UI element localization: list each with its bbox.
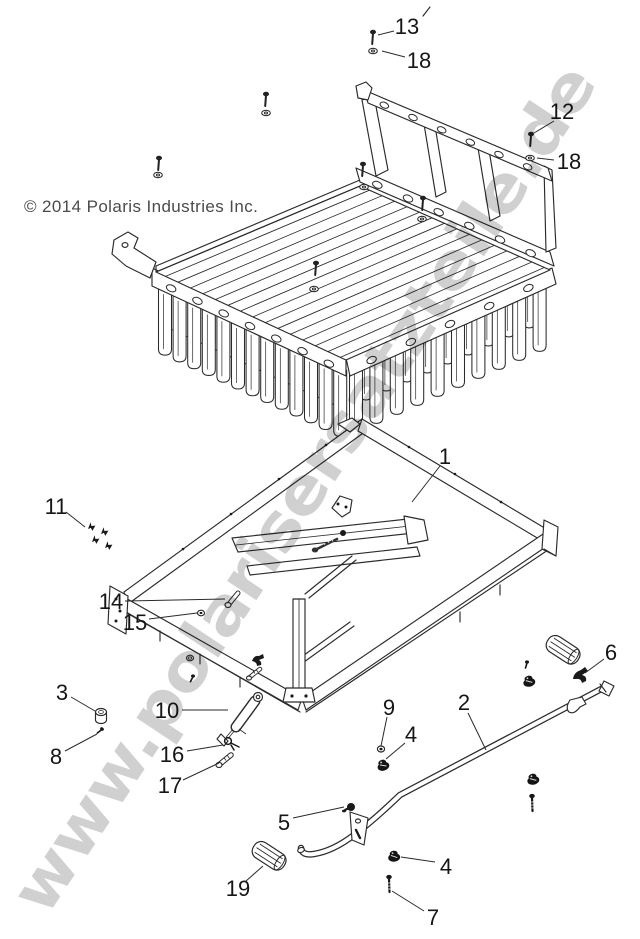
hardware-parts — [85, 521, 615, 894]
callout-leader-18 — [536, 157, 555, 161]
frame-left-plate — [107, 585, 129, 635]
box-left-edge — [155, 179, 361, 273]
box-floor-slats — [165, 189, 545, 358]
callout-leader-14 — [124, 598, 226, 602]
cargo-box — [111, 6, 557, 437]
nut-15 — [196, 609, 206, 617]
callout-number-19: 19 — [226, 876, 250, 901]
strut-mount-hardware — [185, 654, 264, 684]
bolt-small — [528, 792, 536, 813]
latch-rod-2 — [297, 680, 615, 858]
callout-leader-13 — [377, 30, 395, 36]
callout-leader-16 — [186, 744, 224, 752]
flange-nut-4 — [386, 849, 402, 863]
rod-handle-tip — [598, 680, 615, 697]
grip-19 — [248, 837, 290, 874]
watermark-text: www.polarisersatzteile.de — [0, 52, 611, 927]
frame-right-end-channel — [541, 519, 559, 557]
callout-number-5: 5 — [278, 810, 290, 835]
pivot-pin-14 — [224, 590, 241, 609]
callout-number-13: 13 — [395, 14, 419, 39]
frame-top-corner-bracket — [337, 417, 361, 433]
hairpin-clip-16 — [223, 736, 240, 751]
bolt-7 — [385, 873, 393, 894]
callout-number-4: 4 — [405, 722, 417, 747]
clevis-pin-17 — [215, 752, 234, 769]
ball-stud-5 — [342, 803, 355, 813]
frame-tab-bracket — [331, 495, 353, 518]
callout-number-11: 11 — [45, 494, 68, 519]
rod-mount-bracket — [349, 811, 369, 846]
frame-lower-depth-lines — [125, 549, 549, 713]
grip-6 — [542, 631, 584, 668]
callout-number-7: 7 — [427, 905, 439, 930]
headache-rack — [355, 81, 557, 253]
nut-9 — [376, 745, 386, 753]
callout-number-2: 2 — [458, 690, 470, 715]
callout-number-3: 3 — [56, 680, 68, 705]
callout-number-14: 14 — [99, 589, 123, 614]
frame-rivets — [181, 443, 503, 551]
box-front-rail-holes — [165, 284, 335, 368]
callout-leader-19 — [245, 865, 264, 882]
callout-number-8: 8 — [50, 744, 62, 769]
flange-nut-4 — [375, 757, 391, 773]
callout-number-4: 4 — [440, 854, 452, 879]
callout-leader-8 — [64, 733, 98, 752]
frame-braces — [299, 555, 357, 663]
frame-crossmember-bracket — [403, 515, 429, 545]
callout-leader-12 — [533, 120, 555, 134]
callout-leader-11 — [65, 511, 86, 528]
pin — [245, 666, 263, 681]
screw-small — [524, 659, 530, 669]
frame-pivot-bolt — [311, 537, 339, 553]
push-clips-11 — [85, 521, 114, 552]
frame-leg-foot — [282, 687, 316, 703]
copyright-text: © 2014 Polaris Industries Inc. — [24, 197, 258, 216]
callout-leader-18 — [381, 50, 406, 58]
callout-number-6: 6 — [605, 640, 617, 665]
box-rear-rail-holes — [372, 180, 536, 258]
callout-leader-4 — [400, 856, 436, 863]
tick-mark — [422, 6, 431, 17]
callout-leader-7 — [391, 890, 425, 912]
clip-nut — [525, 772, 541, 787]
callout-leader-17 — [182, 762, 220, 781]
clip — [252, 654, 264, 666]
callout-leader-4 — [385, 742, 406, 760]
callout-number-18: 18 — [407, 48, 431, 73]
callout-leader-6 — [584, 658, 605, 674]
callout-number-10: 10 — [155, 698, 179, 723]
rack-holes — [379, 101, 533, 171]
callout-number-17: 17 — [158, 773, 182, 798]
frame-crossmember-b — [246, 546, 421, 576]
callout-number-9: 9 — [383, 695, 395, 720]
bushing-3 — [94, 707, 108, 725]
callout-leader-3 — [70, 696, 96, 712]
box-left-bracket — [111, 231, 157, 279]
callout-number-18: 18 — [557, 149, 581, 174]
rod-catch-hook — [566, 696, 587, 714]
callout-number-15: 15 — [123, 610, 147, 635]
spring-clip-6 — [573, 667, 588, 683]
callout-leader-9 — [380, 716, 388, 747]
callout-leader-1 — [411, 465, 441, 503]
callout-leader-15 — [148, 612, 198, 620]
gas-strut-10 — [216, 691, 264, 747]
clip-nut — [521, 674, 537, 689]
frame-ball-stud — [340, 530, 346, 536]
callout-leader-5 — [292, 806, 345, 819]
callout-number-1: 1 — [439, 444, 451, 469]
box-right-rail-holes — [366, 283, 534, 365]
callout-number-12: 12 — [550, 99, 574, 124]
callout-number-16: 16 — [160, 742, 184, 767]
bed-frame — [107, 417, 559, 713]
callout-leader-2 — [467, 712, 487, 751]
rack-left-tab — [355, 81, 373, 101]
